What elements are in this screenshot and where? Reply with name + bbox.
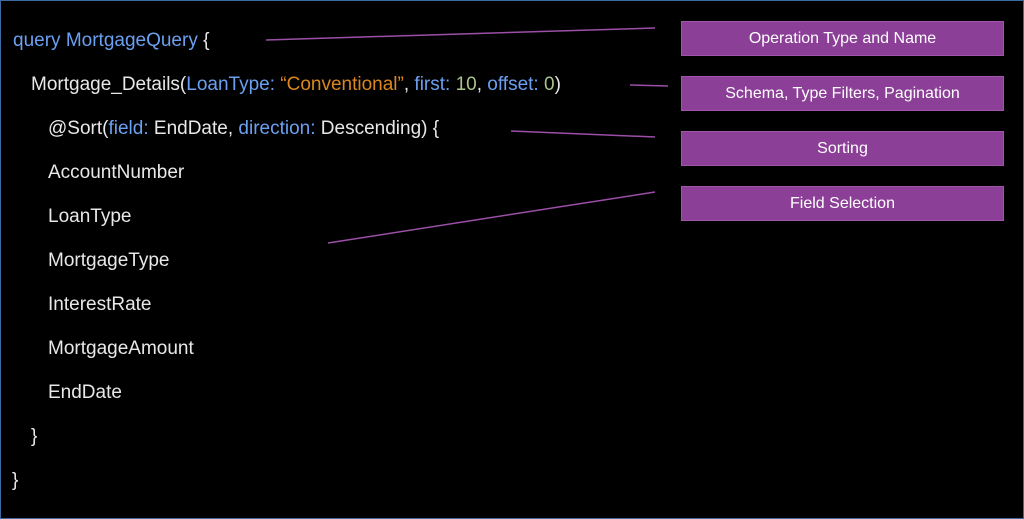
sort-field-name: field: (108, 118, 149, 139)
arg-offset-name: offset: (487, 74, 539, 95)
field-item: AccountNumber (48, 162, 185, 183)
field-item: InterestRate (48, 294, 152, 315)
arg-offset-value: 0 (543, 74, 555, 95)
inner-close-brace: } (31, 426, 38, 447)
close-paren: ) (554, 74, 561, 95)
sort-direction-name: direction: (238, 118, 316, 139)
query-keyword: query (13, 30, 61, 51)
label-sorting: Sorting (681, 131, 1004, 166)
field-item: MortgageAmount (48, 338, 194, 359)
field-item: MortgageType (48, 250, 170, 271)
sort-direction-value: Descending) { (320, 118, 440, 139)
query-name: MortgageQuery (65, 30, 198, 51)
sort-directive: @Sort( (48, 118, 109, 139)
code-line-sort: @Sort(field: EndDate, direction: Descend… (48, 117, 439, 141)
outer-close-brace: } (12, 470, 19, 491)
arg-loantype-name: LoanType: (186, 74, 275, 95)
code-line-schema: Mortgage_Details(LoanType: “Conventional… (31, 73, 561, 97)
field-item: LoanType (48, 206, 132, 227)
arg-first-name: first: (414, 74, 451, 95)
schema-type: Mortgage_Details( (31, 74, 187, 95)
connector-fields (327, 191, 656, 244)
code-line-query: query MortgageQuery { (13, 29, 209, 53)
label-operation-type: Operation Type and Name (681, 21, 1004, 56)
label-field-selection: Field Selection (681, 186, 1004, 221)
open-brace: { (203, 30, 210, 51)
sort-field-value: EndDate, (153, 118, 234, 139)
arg-first-value: 10 (455, 74, 477, 95)
graphql-code-block: query MortgageQuery { Mortgage_Details(L… (0, 0, 561, 491)
label-schema-filters: Schema, Type Filters, Pagination (681, 76, 1004, 111)
connector-schema (629, 84, 669, 87)
field-item: EndDate (48, 382, 122, 403)
arg-separator: , (403, 74, 410, 95)
connector-sorting (510, 130, 656, 138)
arg-loantype-value: “Conventional” (280, 74, 404, 95)
arg-separator: , (476, 74, 483, 95)
connector-operation (265, 27, 656, 41)
